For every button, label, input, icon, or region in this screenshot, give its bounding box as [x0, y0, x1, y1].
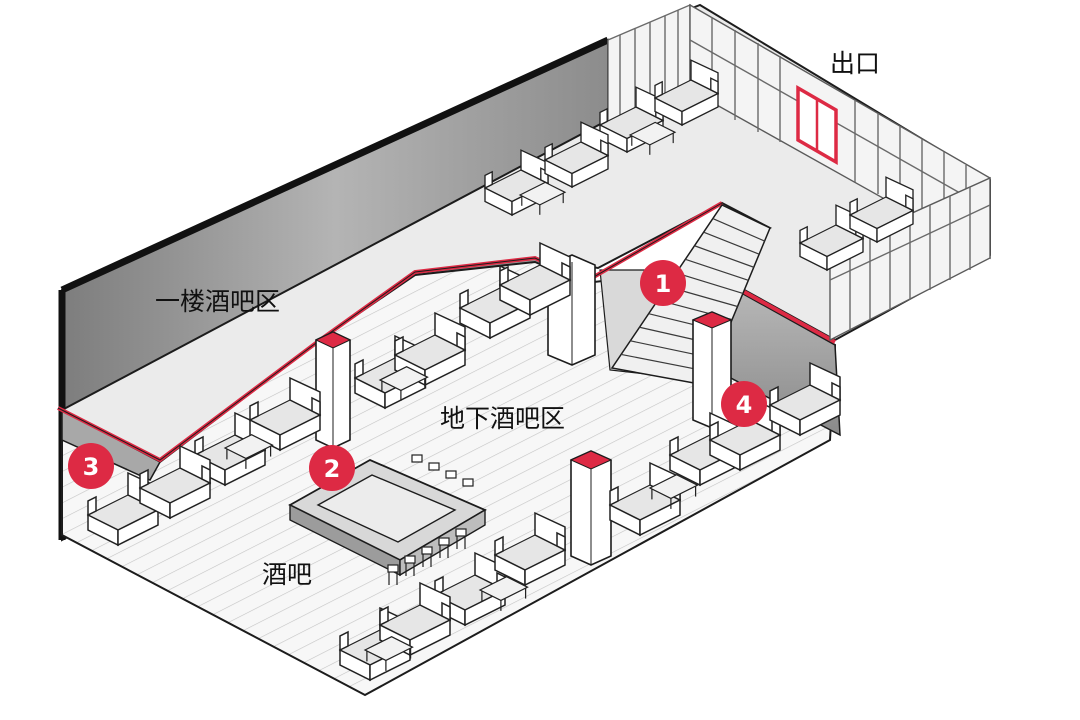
marker-3-number: 3	[83, 453, 100, 481]
label-first-floor-bar: 一楼酒吧区	[155, 287, 280, 316]
bar-stool	[438, 537, 450, 558]
coffee-table	[223, 434, 274, 469]
coffee-table	[628, 121, 677, 155]
marker-1: 1	[640, 260, 686, 306]
label-exit: 出口	[830, 49, 880, 78]
sofa	[653, 59, 720, 127]
column-2	[314, 331, 352, 449]
bar-stool	[387, 564, 399, 585]
sofa	[768, 361, 842, 437]
coffee-table	[363, 636, 414, 671]
sofa	[543, 121, 610, 189]
marker-4-number: 4	[736, 391, 753, 419]
column-4	[569, 450, 613, 566]
label-bar-counter: 酒吧	[262, 560, 312, 589]
coffee-table	[378, 366, 429, 401]
marker-2-number: 2	[324, 455, 341, 483]
sofa	[493, 511, 567, 587]
bar-stool	[462, 478, 474, 487]
sofa	[248, 376, 322, 452]
marker-1-number: 1	[655, 270, 672, 298]
exit-door	[796, 84, 838, 166]
coffee-table	[648, 474, 699, 509]
glass-facade	[607, 3, 991, 342]
coffee-table	[518, 181, 567, 215]
marker-2: 2	[309, 445, 355, 491]
bar-stool	[411, 454, 423, 463]
bar-stool	[421, 546, 433, 567]
sofa	[138, 444, 212, 520]
bar-stool	[455, 528, 467, 549]
bar-stool	[404, 555, 416, 576]
sofa	[848, 176, 915, 244]
sofa	[498, 241, 572, 317]
marker-4: 4	[721, 381, 767, 427]
bar-stool	[445, 470, 457, 479]
coffee-table	[478, 576, 529, 611]
furniture-layer	[86, 59, 915, 682]
marker-3: 3	[68, 443, 114, 489]
label-basement-bar: 地下酒吧区	[440, 404, 565, 433]
bar-stool	[428, 462, 440, 471]
